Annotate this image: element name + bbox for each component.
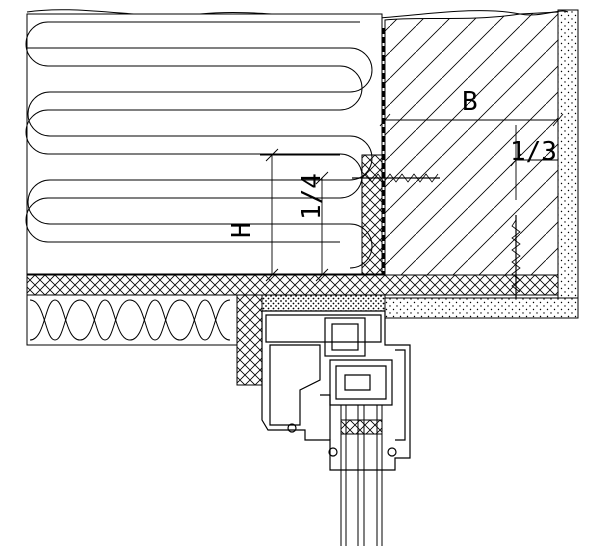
lower-insulation bbox=[26, 294, 238, 346]
foam-packing bbox=[261, 294, 386, 312]
masonry-wall bbox=[384, 11, 559, 276]
sealing-strip bbox=[361, 154, 383, 276]
fixing-screw bbox=[352, 173, 521, 298]
label-quarter: 1/4 bbox=[297, 173, 327, 220]
mineral-wool-insulation bbox=[25, 13, 383, 275]
label-b: B bbox=[462, 87, 478, 117]
dimension-lines bbox=[260, 113, 564, 282]
label-third: 1/3 bbox=[510, 137, 557, 167]
insulation-band bbox=[26, 274, 559, 296]
glazing-unit bbox=[340, 405, 383, 546]
label-h: H bbox=[227, 222, 257, 238]
window-frame-profile bbox=[261, 310, 411, 471]
frame-lining bbox=[236, 294, 263, 386]
